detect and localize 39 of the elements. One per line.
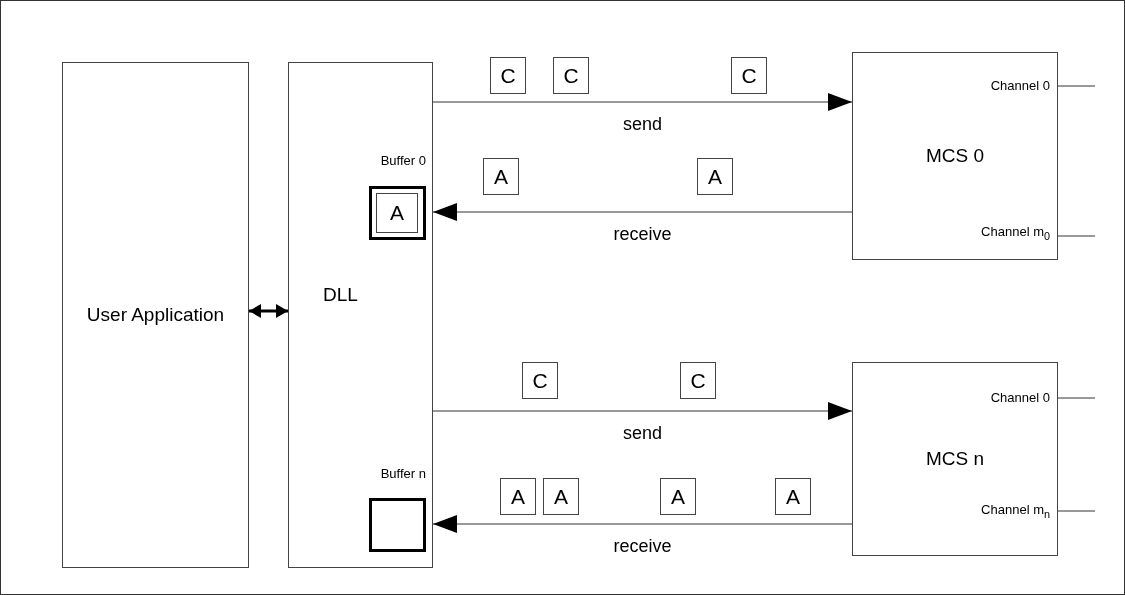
packet-box: A bbox=[376, 193, 418, 233]
channel-label: Channel m$_{0}$ bbox=[853, 222, 1057, 248]
packet-box: C bbox=[522, 362, 558, 399]
packet-box: A bbox=[543, 478, 579, 515]
arrow bbox=[432, 515, 853, 533]
packet-box: A bbox=[697, 158, 733, 195]
packet-box: C bbox=[731, 57, 767, 94]
component-block bbox=[852, 52, 1058, 260]
connector-line bbox=[1056, 397, 1096, 399]
buffer-label: Buffer n bbox=[380, 466, 426, 481]
packet-box: A bbox=[483, 158, 519, 195]
block-title: MCS n bbox=[924, 447, 986, 471]
component-block bbox=[62, 62, 249, 568]
arrow bbox=[432, 203, 853, 221]
packet-box: A bbox=[500, 478, 536, 515]
arrow bbox=[249, 304, 288, 318]
edge-label: receive bbox=[613, 224, 672, 245]
edge-label: receive bbox=[613, 536, 672, 557]
block-title: MCS 0 bbox=[924, 144, 986, 168]
packet-box: A bbox=[775, 478, 811, 515]
packet-box: A bbox=[660, 478, 696, 515]
edge-label: send bbox=[623, 423, 662, 444]
channel-label: Channel 0 bbox=[853, 388, 1057, 408]
packet-box: C bbox=[490, 57, 526, 94]
buffer-label: Buffer 0 bbox=[380, 153, 426, 168]
channel-label: Channel 0 bbox=[853, 76, 1057, 96]
block-title: DLL bbox=[323, 283, 358, 307]
packet-box: C bbox=[553, 57, 589, 94]
packet-box: C bbox=[680, 362, 716, 399]
connector-line bbox=[1056, 510, 1096, 512]
component-block bbox=[288, 62, 433, 568]
block-title: User Application bbox=[85, 303, 226, 327]
component-block bbox=[852, 362, 1058, 556]
arrow bbox=[432, 93, 853, 111]
connector-line bbox=[1056, 235, 1096, 237]
arrow bbox=[432, 402, 853, 420]
edge-label: send bbox=[623, 114, 662, 135]
connector-line bbox=[1056, 85, 1096, 87]
channel-label: Channel m$_{n}$ bbox=[853, 500, 1057, 526]
